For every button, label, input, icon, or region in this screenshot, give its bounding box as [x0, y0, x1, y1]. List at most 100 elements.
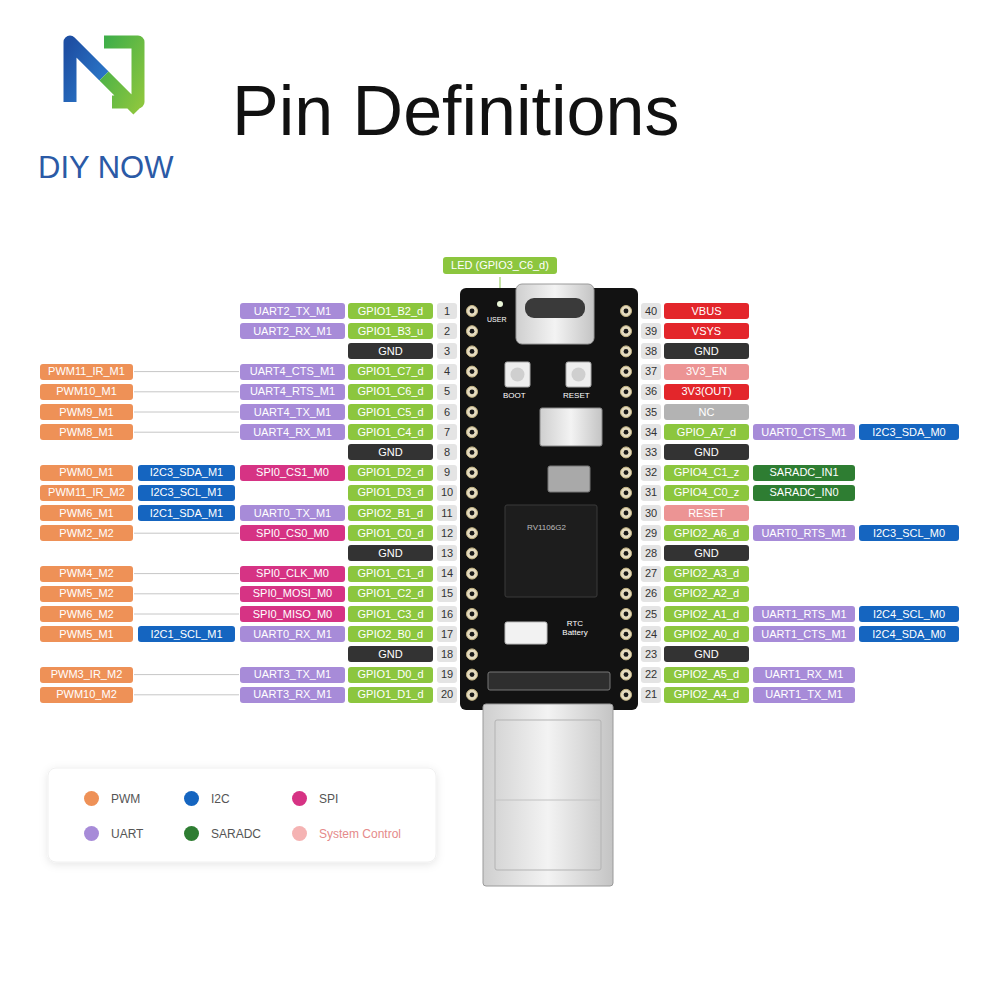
ground-pill: GND: [348, 343, 433, 359]
pin-hole: [470, 551, 475, 556]
pin-label: 10: [441, 487, 453, 498]
pin-label: GPIO1_B2_d: [358, 306, 423, 317]
gpio-pill: GPIO1_D2_d: [348, 465, 433, 481]
pin-pad: [621, 689, 632, 700]
leader-line: [134, 614, 239, 615]
pin-label: 9: [444, 467, 450, 478]
legend-label: System Control: [319, 827, 401, 841]
i2c-pill: I2C3_SDA_M1: [138, 465, 235, 481]
pin-label: 1: [444, 306, 450, 317]
pin-label: UART1_RTS_M1: [761, 609, 846, 620]
pin-label: I2C1_SDA_M1: [150, 508, 223, 519]
silk-label: USER: [487, 316, 506, 324]
pin-hole: [624, 470, 629, 475]
pin-label: 21: [645, 689, 657, 700]
gpio-pill: GPIO1_C3_d: [348, 606, 433, 622]
pin-hole: [470, 632, 475, 637]
pin-pad: [467, 649, 478, 660]
pin-number: 20: [437, 687, 457, 703]
pin-label: 19: [441, 669, 453, 680]
pin-label: 26: [645, 588, 657, 599]
pin-label: UART1_CTS_M1: [761, 629, 846, 640]
pin-hole: [624, 430, 629, 435]
ethernet-jack-detail: [495, 720, 601, 870]
pin-number: 3: [437, 343, 457, 359]
pin-label: PWM4_M2: [59, 568, 113, 579]
pin-number: 22: [641, 667, 661, 683]
gpio-pill: GPIO1_B2_d: [348, 303, 433, 319]
pin-pad: [621, 427, 632, 438]
pin-hole: [624, 349, 629, 354]
pin-label: GPIO1_D2_d: [357, 467, 423, 478]
pwm-pill: PWM11_IR_M2: [40, 485, 133, 501]
pin-pad: [621, 467, 632, 478]
pin-label: GPIO1_C3_d: [357, 609, 423, 620]
pin-label: VSYS: [692, 326, 721, 337]
pin-pad: [467, 326, 478, 337]
pin-label: I2C3_SDA_M0: [872, 427, 945, 438]
pin-label: UART1_RX_M1: [765, 669, 844, 680]
pin-label: 23: [645, 649, 657, 660]
user-led: [497, 301, 503, 307]
pin-pad: [621, 487, 632, 498]
usb-c-port: [525, 298, 585, 318]
pin-label: UART2_TX_M1: [254, 306, 331, 317]
pin-hole: [470, 369, 475, 374]
pwm-pill: PWM3_IR_M2: [40, 667, 133, 683]
pin-number: 9: [437, 465, 457, 481]
spi-pill: SPI0_CS0_M0: [240, 525, 345, 541]
gpio-pill: GPIO1_C2_d: [348, 586, 433, 602]
pin-label: 16: [441, 609, 453, 620]
pin-number: 12: [437, 525, 457, 541]
silk-label: RESET: [563, 392, 590, 401]
pin-number: 16: [437, 606, 457, 622]
pin-label: SARADC_IN0: [769, 487, 838, 498]
pin-pad: [467, 407, 478, 418]
pin-label: SPI0_CS0_M0: [256, 528, 329, 539]
uart-pill: UART2_TX_M1: [240, 303, 345, 319]
pin-label: GPIO1_C1_d: [357, 568, 423, 579]
uart-pill: UART1_TX_M1: [753, 687, 855, 703]
pin-label: 34: [645, 427, 657, 438]
pin-label: PWM11_IR_M1: [48, 366, 125, 377]
pin-hole: [624, 692, 629, 697]
pin-label: LED (GPIO3_C6_d): [451, 260, 549, 271]
pin-pads: [467, 306, 632, 701]
pin-label: PWM10_M2: [56, 689, 117, 700]
pin-hole: [624, 389, 629, 394]
pin-number: 6: [437, 404, 457, 420]
pin-label: 38: [645, 346, 657, 357]
pin-number: 40: [641, 303, 661, 319]
pin-label: GPIO4_C0_z: [674, 487, 739, 498]
pin-pad: [467, 427, 478, 438]
pin-label: GPIO2_A0_d: [674, 629, 739, 640]
reset-button-cap: [572, 368, 586, 382]
pin-number: 5: [437, 384, 457, 400]
pin-label: 15: [441, 588, 453, 599]
i2c-pill: I2C3_SDA_M0: [859, 424, 959, 440]
pin-number: 21: [641, 687, 661, 703]
small-connector: [548, 466, 590, 492]
pin-label: RESET: [688, 508, 725, 519]
pin-label: GND: [378, 346, 402, 357]
pin-number: 31: [641, 485, 661, 501]
pwm-pill: PWM5_M1: [40, 626, 133, 642]
gpio-pill: GPIO2_A1_d: [664, 606, 749, 622]
pin-pad: [621, 629, 632, 640]
gpio-pill: GPIO_A7_d: [664, 424, 749, 440]
pin-hole: [470, 692, 475, 697]
pin-pad: [467, 689, 478, 700]
pin-label: 29: [645, 528, 657, 539]
leader-line: [134, 593, 239, 594]
usb-c-connector: [516, 284, 594, 344]
pin-label: GND: [378, 447, 402, 458]
pwm-pill: PWM8_M1: [40, 424, 133, 440]
pin-hole: [470, 349, 475, 354]
uart-pill: UART0_CTS_M1: [753, 424, 855, 440]
pin-pad: [467, 366, 478, 377]
pin-label: I2C3_SCL_M0: [873, 528, 945, 539]
pin-label: PWM11_IR_M2: [48, 487, 125, 498]
i2c-pill: I2C3_SCL_M0: [859, 525, 959, 541]
pin-pad: [621, 649, 632, 660]
pin-hole: [624, 551, 629, 556]
